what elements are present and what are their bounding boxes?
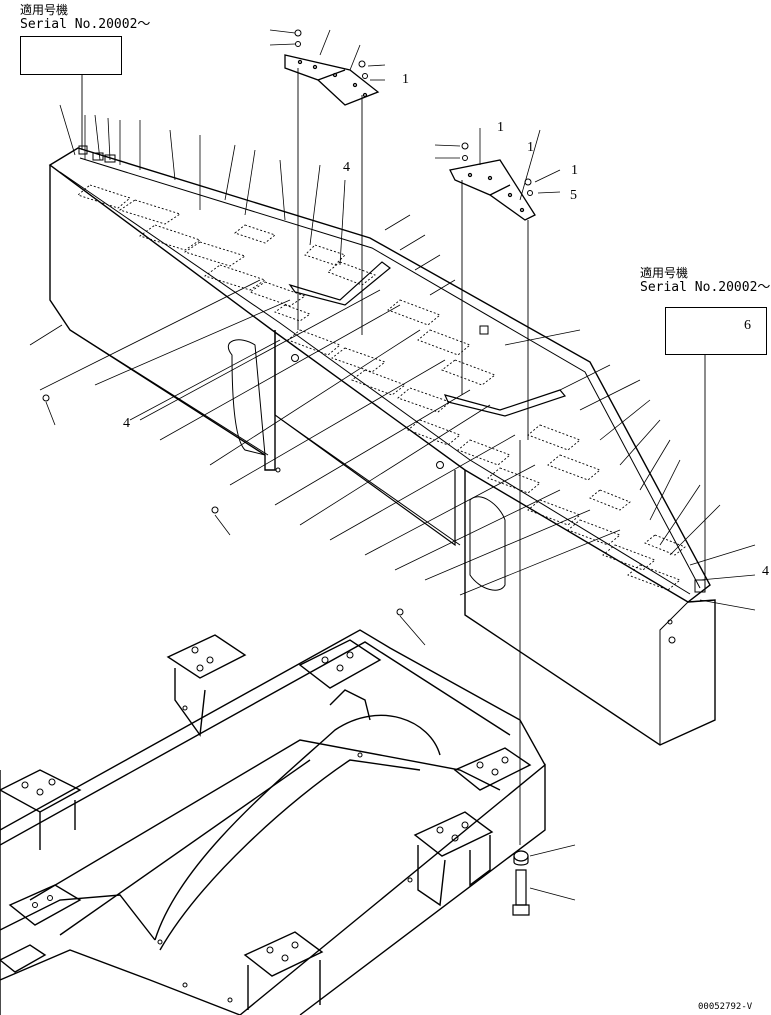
document-id: 00052792-V — [698, 1002, 753, 1012]
callout-4-top: 4 — [343, 160, 350, 175]
callout-1-a: 1 — [527, 140, 534, 155]
assembly-lines — [81, 65, 706, 845]
note-right-serial: Serial No.20002～ — [640, 280, 771, 295]
callout-4-right: 4 — [762, 564, 769, 579]
note-right-box — [665, 307, 767, 355]
callout-1-top: 1 — [402, 72, 409, 87]
mounting-brackets — [288, 261, 567, 417]
leader-lines — [29, 29, 756, 901]
anti-slip-pads — [77, 184, 686, 591]
callout-1-b: 1 — [571, 163, 578, 178]
callout-5: 5 — [570, 188, 577, 203]
note-left-box — [20, 36, 122, 75]
mounting-pin — [512, 850, 530, 916]
top-plate-right — [449, 159, 536, 221]
bolts — [42, 29, 709, 616]
track-frame — [0, 629, 546, 1015]
note-right-applicable-title: 適用号機 — [640, 266, 689, 280]
callout-1-mid: 1 — [497, 120, 504, 135]
callout-4-left: 4 — [123, 416, 130, 431]
note-left-applicable-title: 適用号機 — [20, 3, 69, 17]
frame-holes — [21, 646, 509, 1003]
cover-plate-assembly — [48, 147, 716, 746]
note-left-serial: Serial No.20002～ — [20, 17, 151, 32]
callout-6: 6 — [744, 318, 751, 333]
